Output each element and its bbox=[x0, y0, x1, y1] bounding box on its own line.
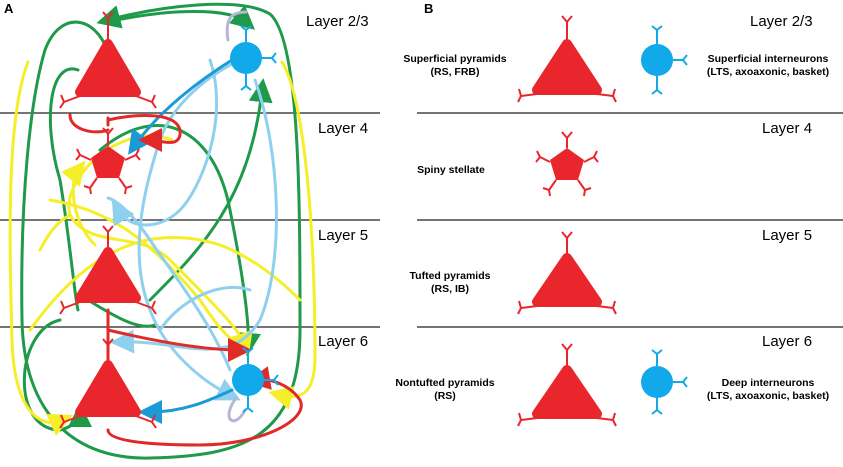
green-top-to-interneuron bbox=[106, 5, 256, 30]
label-superficial-interneurons-types: (LTS, axoaxonic, basket) bbox=[707, 66, 829, 78]
label-nontufted-pyramids: Nontufted pyramids bbox=[395, 377, 494, 389]
layer-label-b-l23: Layer 2/3 bbox=[750, 13, 813, 30]
green-loop-outer bbox=[20, 2, 302, 460]
neuron-a-tufted-pyramid bbox=[59, 225, 157, 315]
label-deep-interneurons-types: (LTS, axoaxonic, basket) bbox=[707, 390, 829, 402]
layer-label-b-l5: Layer 5 bbox=[762, 227, 812, 244]
neuron-b-nontufted-pyramid bbox=[517, 343, 617, 427]
label-tufted-pyramids-types: (RS, IB) bbox=[431, 283, 469, 295]
yellow-l5-to-l4 bbox=[61, 160, 97, 247]
neuron-a-superficial-pyramid bbox=[59, 11, 157, 109]
layer-label-a-l5: Layer 5 bbox=[318, 227, 368, 244]
yellow-l6-cross bbox=[28, 236, 302, 332]
label-superficial-pyramids-types: (RS, FRB) bbox=[431, 66, 480, 78]
red-l6-recurrent bbox=[106, 366, 303, 447]
label-tufted-pyramids: Tufted pyramids bbox=[410, 270, 491, 282]
connections bbox=[8, 2, 317, 460]
green-l5-to-l23 bbox=[148, 78, 273, 302]
neuron-a-nontufted-pyramid bbox=[59, 338, 157, 429]
neuron-b-tufted-pyramid bbox=[517, 231, 617, 315]
panel-a-letter: A bbox=[4, 1, 14, 16]
neuron-b-superficial-pyramid bbox=[517, 15, 617, 103]
yellow-left-long bbox=[8, 60, 73, 436]
layer-label-a-l4: Layer 4 bbox=[318, 120, 368, 137]
yellow-right-long bbox=[268, 60, 317, 410]
neuron-a-deep-interneuron bbox=[232, 347, 279, 413]
yellow-l5-to-l6 bbox=[48, 198, 242, 347]
green-l5-short bbox=[86, 298, 157, 328]
lightblue-l23-to-l6 bbox=[137, 60, 241, 401]
green-l6-recurrent bbox=[22, 318, 92, 432]
label-spiny-stellate: Spiny stellate bbox=[417, 164, 485, 176]
label-deep-interneurons: Deep interneurons bbox=[722, 377, 815, 389]
layer-label-a-l6: Layer 6 bbox=[318, 333, 368, 350]
layer-label-b-l6: Layer 6 bbox=[762, 333, 812, 350]
red-l4-loop bbox=[106, 114, 182, 153]
neuron-b-deep-interneuron bbox=[641, 349, 688, 415]
lightblue-to-l6-pyramid bbox=[110, 78, 278, 354]
lavender-top bbox=[225, 10, 248, 42]
lavender-bottom bbox=[227, 396, 247, 423]
label-nontufted-pyramids-types: (RS) bbox=[434, 390, 456, 402]
panel-b-letter: B bbox=[424, 1, 433, 16]
layer-label-a-l23: Layer 2/3 bbox=[306, 13, 369, 30]
label-superficial-interneurons: Superficial interneurons bbox=[708, 53, 829, 65]
label-superficial-pyramids: Superficial pyramids bbox=[403, 53, 506, 65]
lightblue-l6-up bbox=[106, 196, 232, 372]
layer-label-b-l4: Layer 4 bbox=[762, 120, 812, 137]
neuron-b-spiny-stellate bbox=[535, 131, 599, 197]
neuron-a-spiny-stellate bbox=[75, 127, 141, 195]
neuron-a-superficial-interneuron bbox=[230, 25, 277, 91]
yellow-l5-short bbox=[38, 213, 72, 252]
lightblue-l6-cross bbox=[158, 285, 252, 332]
green-left-descend bbox=[48, 67, 80, 312]
red-l4-left bbox=[68, 113, 110, 134]
neuron-b-superficial-interneuron bbox=[641, 25, 688, 95]
red-l5-to-deep bbox=[106, 328, 252, 362]
blue-to-l6-pyramid bbox=[138, 388, 234, 424]
